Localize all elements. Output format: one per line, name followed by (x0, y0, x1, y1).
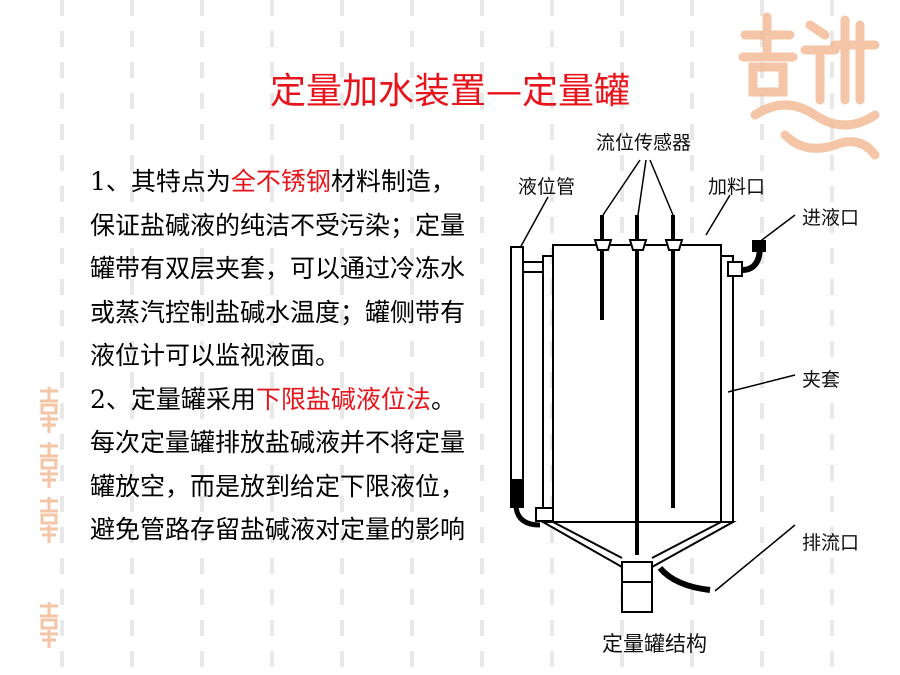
p1-highlight: 全不锈钢 (230, 167, 331, 196)
seal-logo-small (40, 497, 58, 543)
p2-rest: 。每次定量罐排放盐碱液并不将定量罐放空，而是放到给定下限液位，避免管路存留盐碱液… (90, 384, 466, 545)
p2-highlight: 下限盐碱液位法 (255, 384, 431, 414)
drain-fitting (621, 561, 653, 613)
label-jacket: 夹套 (802, 369, 841, 391)
label-feed-port: 加料口 (708, 176, 766, 198)
seal-logo-small (40, 442, 58, 488)
flow-sensors (600, 215, 675, 555)
slide-title: 定量加水装置—定量罐 (269, 71, 630, 112)
seal-logo-large (738, 12, 880, 160)
label-level-tube: 液位管 (518, 176, 576, 198)
leader-lines (519, 159, 796, 592)
outlet-pipe (657, 565, 711, 593)
p2-prefix: 2、定量罐采用 (90, 384, 256, 414)
level-tube (510, 246, 524, 508)
p1-prefix: 1、其特点为 (90, 167, 231, 196)
label-outlet: 排流口 (802, 532, 860, 554)
p1-rest: 材料制造，保证盐碱液的纯洁不受污染；定量罐带有双层夹套，可以通过冷冻水或蒸汽控制… (90, 167, 466, 370)
seal-logo-small (40, 387, 58, 433)
seal-logo-small (40, 602, 58, 648)
inlet-fitting (727, 261, 743, 277)
diagram-caption: 定量罐结构 (602, 632, 707, 656)
body-text: 1、其特点为全不锈钢材料制造，保证盐碱液的纯洁不受污染；定量罐带有双层夹套，可以… (90, 160, 480, 552)
label-inlet: 进液口 (802, 207, 860, 229)
label-flow-sensor: 流位传感器 (596, 132, 692, 154)
